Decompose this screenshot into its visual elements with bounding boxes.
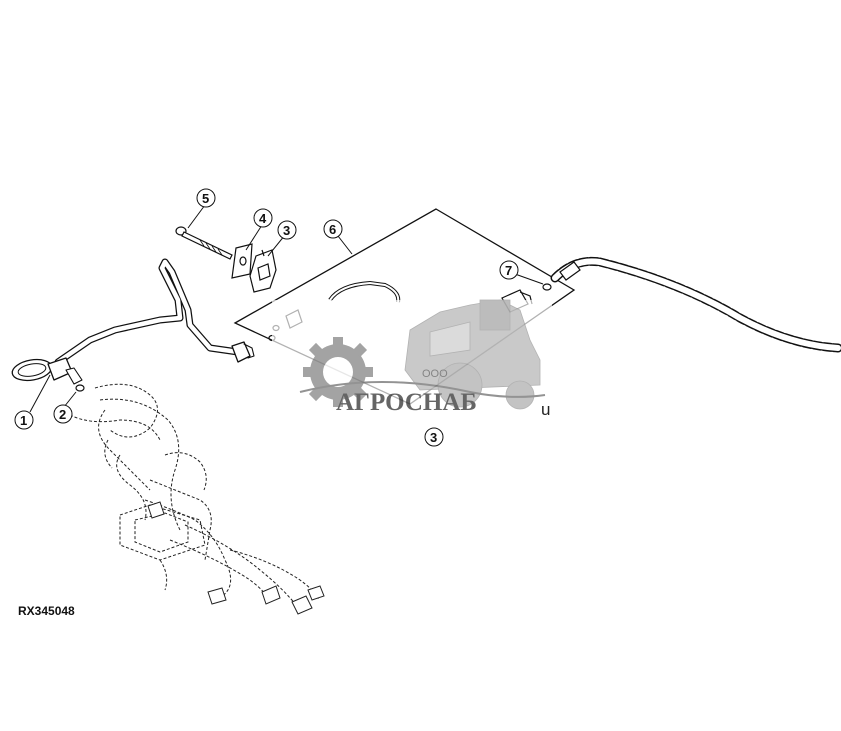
harness-connectors: [147, 501, 325, 615]
line-assembly: [11, 258, 255, 385]
svg-text:3: 3: [430, 430, 437, 445]
svg-text:1: 1: [20, 413, 27, 428]
callout-6: 6: [323, 219, 343, 239]
svg-text:3: 3: [283, 223, 290, 238]
leader-lines: [29, 204, 544, 413]
svg-text:5: 5: [202, 191, 209, 206]
ghost-harness: [69, 383, 319, 611]
callout-2: 2: [53, 404, 73, 424]
watermark-logo: ООО АГРОСНАБ: [272, 299, 552, 430]
clamp-part: [249, 249, 277, 293]
watermark-brand: АГРОСНАБ: [336, 389, 477, 416]
callout-5: 5: [196, 188, 216, 208]
watermark-suffix: u: [541, 400, 550, 419]
hose-assembly: [550, 256, 841, 353]
svg-text:7: 7: [505, 263, 512, 278]
figure-id: RX345048: [18, 604, 75, 618]
callout-3-secondary: 3: [424, 427, 444, 447]
callout-1: 1: [14, 410, 34, 430]
washer-part: [75, 384, 85, 392]
harvester-icon: [404, 299, 541, 410]
svg-text:6: 6: [329, 222, 336, 237]
callout-7: 7: [499, 260, 519, 280]
watermark-swoosh: [299, 381, 546, 398]
callout-4: 4: [253, 208, 273, 228]
bolt-part: [175, 226, 233, 260]
svg-text:2: 2: [59, 407, 66, 422]
watermark-prefix: ООО: [422, 368, 448, 380]
plate-part: [231, 243, 253, 279]
callout-3: 3: [277, 220, 297, 240]
svg-text:4: 4: [259, 211, 267, 226]
